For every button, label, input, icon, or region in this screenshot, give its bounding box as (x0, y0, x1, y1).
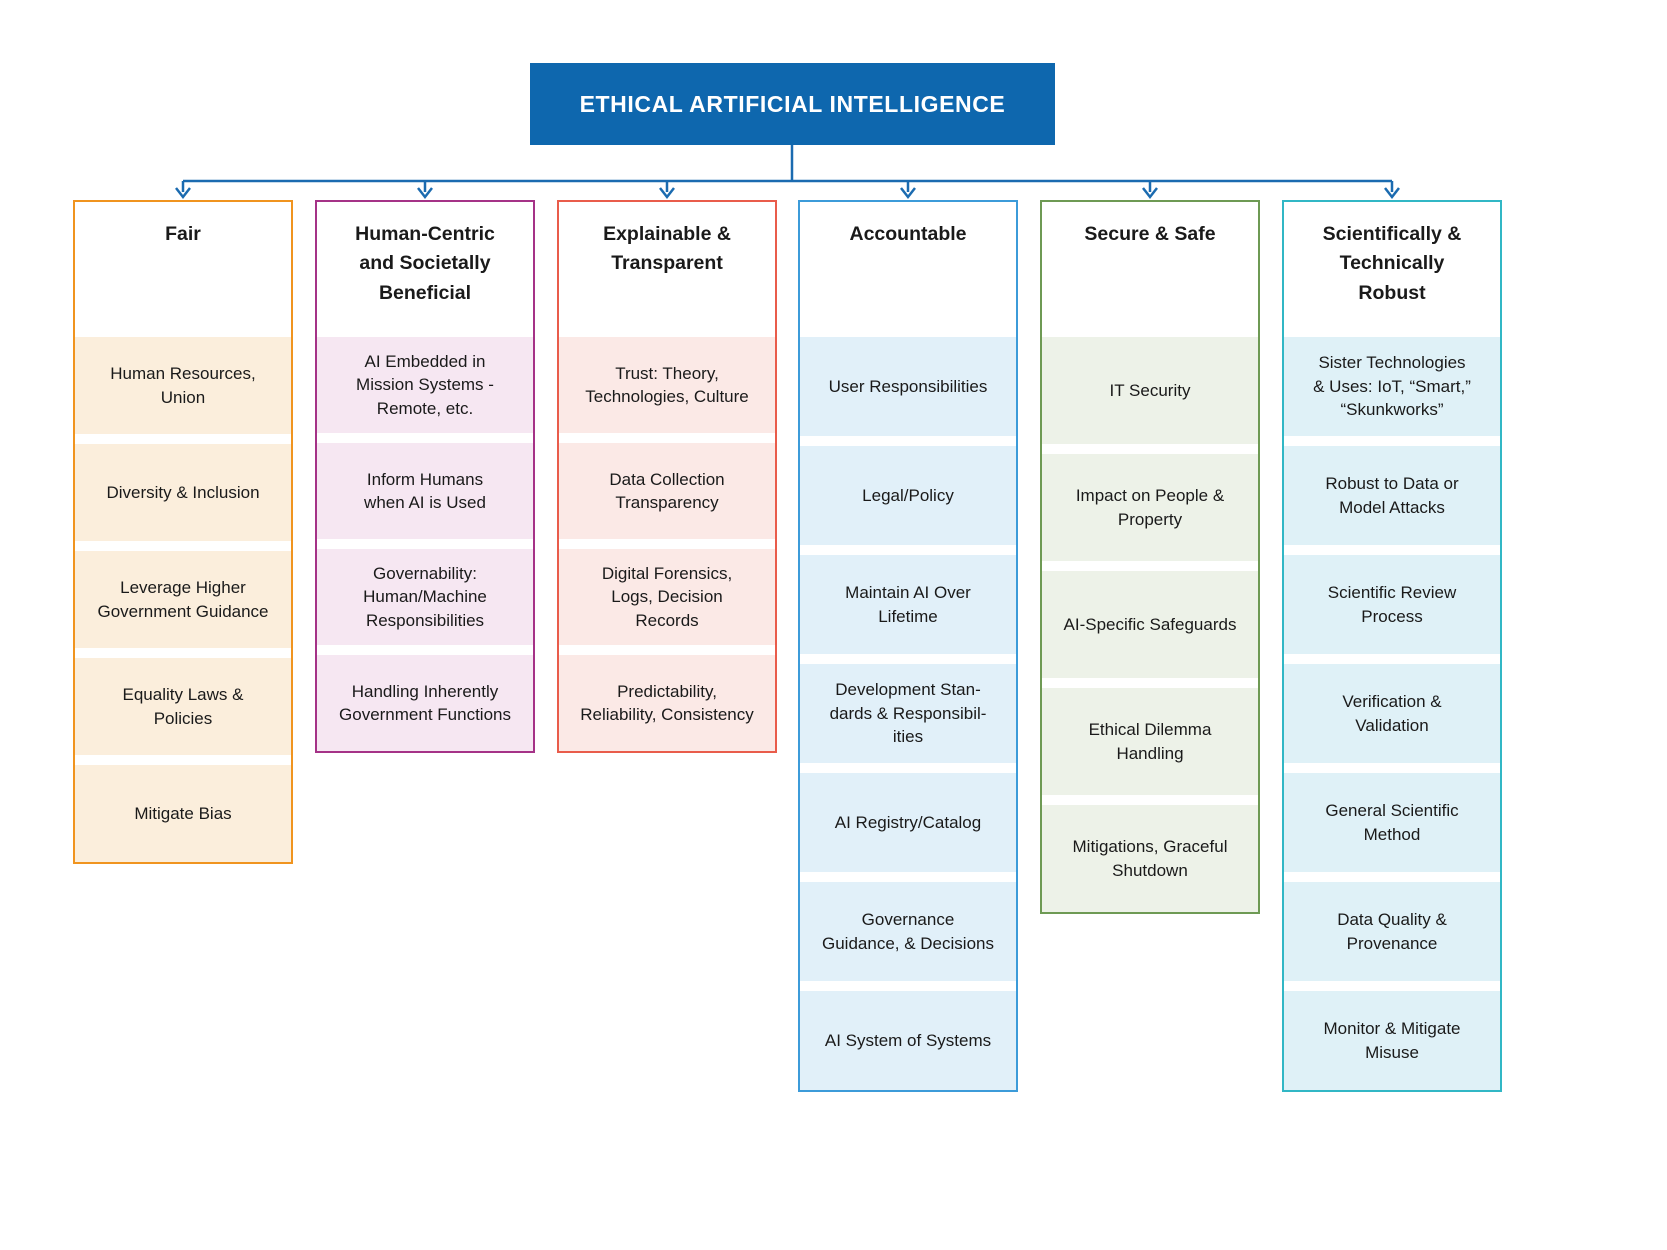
column-header: Scientifically & Technically Robust (1284, 202, 1500, 337)
list-item: Equality Laws & Policies (75, 658, 291, 755)
list-item: IT Security (1042, 337, 1258, 444)
list-item: Leverage Higher Government Guidance (75, 551, 291, 648)
list-item: Handling Inherently Government Functions (317, 655, 533, 751)
list-item: AI-Specific Safeguards (1042, 571, 1258, 678)
list-item: Monitor & Mitigate Misuse (1284, 991, 1500, 1090)
list-item: Inform Humans when AI is Used (317, 443, 533, 539)
list-item: Impact on People & Property (1042, 454, 1258, 561)
list-item: AI Embedded in Mission Systems - Remote,… (317, 337, 533, 433)
list-item: Mitigate Bias (75, 765, 291, 862)
list-item: Governance Guidance, & Decisions (800, 882, 1016, 981)
list-item: Governability: Human/Machine Responsibil… (317, 549, 533, 645)
list-item: AI System of Systems (800, 991, 1016, 1090)
list-item: Sister Technologies & Uses: IoT, “Smart,… (1284, 337, 1500, 436)
column-header: Fair (75, 202, 291, 337)
list-item: Mitigations, Graceful Shutdown (1042, 805, 1258, 912)
diagram-title-box: ETHICAL ARTIFICIAL INTELLIGENCE (530, 63, 1055, 145)
list-item: Maintain AI Over Lifetime (800, 555, 1016, 654)
list-item: Diversity & Inclusion (75, 444, 291, 541)
list-item: Human Resources, Union (75, 337, 291, 434)
column-header: Human-Centric and Societally Beneficial (317, 202, 533, 337)
list-item: Ethical Dilemma Handling (1042, 688, 1258, 795)
list-item: Digital Forensics, Logs, Decision Record… (559, 549, 775, 645)
list-item: Data Quality & Provenance (1284, 882, 1500, 981)
column-header: Accountable (800, 202, 1016, 337)
list-item: AI Registry/Catalog (800, 773, 1016, 872)
column-header: Secure & Safe (1042, 202, 1258, 337)
list-item: Predictability, Reliability, Consistency (559, 655, 775, 751)
list-item: Scientific Review Process (1284, 555, 1500, 654)
list-item: Development Stan- dards & Responsibil- i… (800, 664, 1016, 763)
list-item: Robust to Data or Model Attacks (1284, 446, 1500, 545)
list-item: User Responsibilities (800, 337, 1016, 436)
diagram-title: ETHICAL ARTIFICIAL INTELLIGENCE (579, 90, 1006, 117)
column-header: Explainable & Transparent (559, 202, 775, 337)
list-item: Verification & Validation (1284, 664, 1500, 763)
list-item: Legal/Policy (800, 446, 1016, 545)
list-item: Data Collection Transparency (559, 443, 775, 539)
list-item: Trust: Theory, Technologies, Culture (559, 337, 775, 433)
list-item: General Scientific Method (1284, 773, 1500, 872)
